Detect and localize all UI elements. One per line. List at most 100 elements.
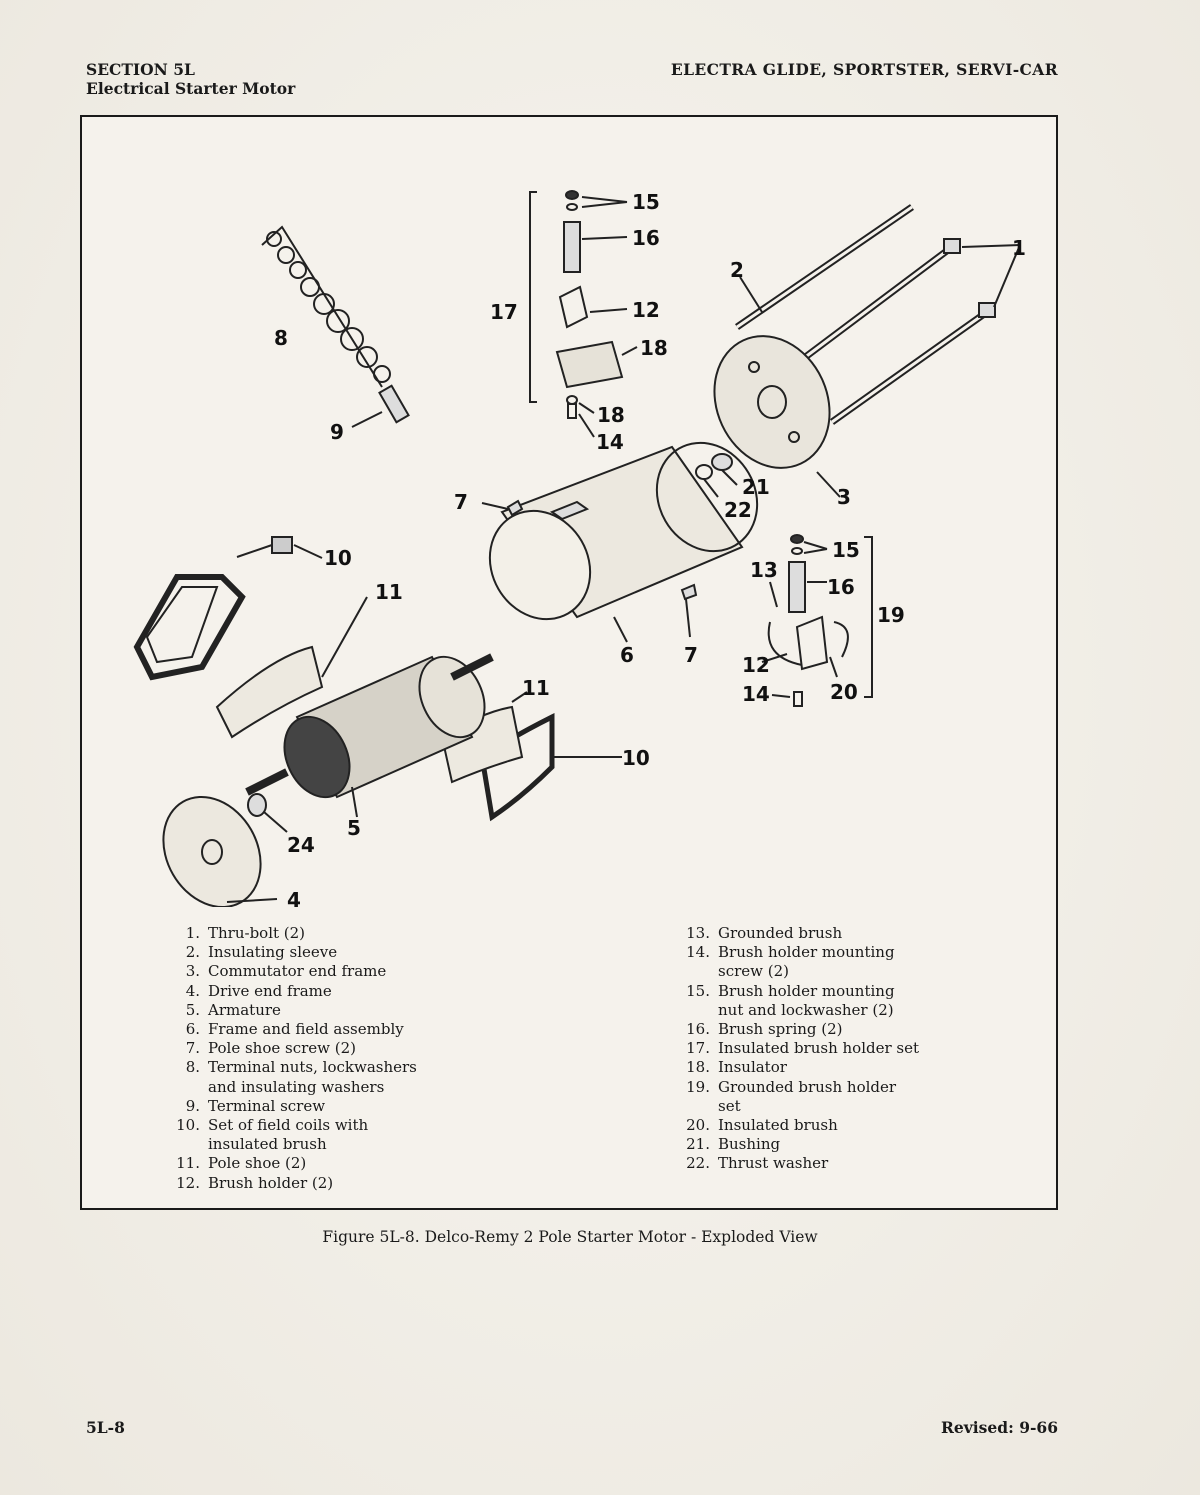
legend-number: 4. [185,981,200,1000]
legend-label: Thrust washer [718,1154,829,1173]
callout-3: 3 [837,485,851,509]
callout-12a: 12 [632,298,660,322]
legend-item: 14. Brush holder mounting screw (2) [672,943,919,981]
legend-label: Bushing [718,1135,781,1154]
callout-12b: 12 [742,653,770,677]
callout-8: 8 [274,326,288,350]
section-label: SECTION 5L [86,60,195,79]
legend-label: Grounded brush [718,924,843,942]
legend-label: Frame and field assembly [208,1020,404,1039]
legend-item: 2. Insulating sleeve [162,943,417,962]
callout-16a: 16 [632,226,660,250]
armature-drawing [245,653,494,818]
page-number: 5L-8 [86,1418,125,1437]
legend-item: 11.Pole shoe (2) [162,1154,417,1173]
page-header-left: SECTION 5L Electrical Starter Motor [86,60,295,98]
legend-label: Brush holder mounting screw (2) [718,943,895,981]
legend-number: 12. [176,1173,200,1192]
legend-label: Brush holder mounting nut and lockwasher… [718,981,895,1019]
legend-label: Terminal screw [208,1096,326,1115]
callout-16b: 16 [827,575,855,599]
callout-20: 20 [830,680,858,704]
legend-item: 20. Insulated brush [672,1116,919,1135]
callout-9: 9 [330,420,344,444]
callout-11b: 11 [522,676,550,700]
figure-caption: Figure 5L-8. Delco-Remy 2 Pole Starter M… [322,1228,818,1246]
legend-item: 12. Brush holder (2) [162,1174,417,1193]
legend-item: 9. Terminal screw [162,1097,417,1116]
legend-number: 2. [185,943,200,962]
legend-number: 8. [185,1058,200,1077]
legend-number: 10. [176,1116,200,1135]
legend-number: 14. [686,943,710,962]
figure-box: 1 2 3 4 5 6 7 7 8 9 10 10 11 11 12 12 13… [80,115,1058,1210]
callout-19: 19 [877,603,905,627]
callout-21: 21 [742,475,770,499]
legend-label: Insulator [718,1058,787,1077]
legend-number: 22. [686,1154,710,1173]
callout-7a: 7 [454,490,468,514]
callout-24: 24 [287,833,315,857]
legend-number: 9. [185,1096,200,1115]
legend-label: Insulated brush [718,1116,838,1135]
legend-left-column: 1.Thru-bolt (2) 2. Insulating sleeve 3. Co… [162,924,417,1193]
insulated-brush-holder-set-drawing [529,190,638,438]
legend-number: 1. [185,924,200,942]
legend-right-column: 13.Grounded brush 14. Brush holder mounti… [672,924,919,1174]
terminal-nut-stack-drawing [261,225,391,388]
callout-10b: 10 [622,746,650,770]
section-subtitle: Electrical Starter Motor [86,79,296,98]
callout-11a: 11 [375,580,403,604]
legend-item: 15. Brush holder mounting nut and lockwas… [672,982,919,1020]
insulating-sleeve-drawing [735,204,914,330]
legend-label: Pole shoe screw (2) [208,1039,356,1058]
legend-label: Brush spring (2) [718,1020,843,1039]
commutator-end-frame-drawing [713,335,841,498]
callout-15b: 15 [832,538,860,562]
legend-item: 16.Brush spring (2) [672,1020,919,1039]
legend-item: 17.Insulated brush holder set [672,1039,919,1058]
legend-number: 20. [686,1116,710,1135]
frame-and-field-assembly-drawing [488,441,759,643]
legend-number: 5. [185,1000,200,1019]
callout-4: 4 [287,888,301,907]
callout-14a: 14 [596,430,624,454]
legend-item: 1.Thru-bolt (2) [162,924,417,943]
legend-label: Commutator end frame [208,962,387,981]
legend-item: 19.Grounded brush holder set [672,1078,919,1116]
legend-item: 21. Bushing [672,1135,919,1154]
legend-label: Brush holder (2) [208,1173,334,1192]
legend-item: 6.Frame and field assembly [162,1020,417,1039]
legend-item: 10.Set of field coils with insulated bru… [162,1116,417,1154]
legend-label: Armature [208,1000,281,1019]
legend-number: 3. [185,962,200,981]
legend-item: 13.Grounded brush [672,924,919,943]
callout-10a: 10 [324,546,352,570]
legend-item: 8. Terminal nuts, lockwashers and insulat… [162,1058,417,1096]
legend-item: 4. Drive end frame [162,982,417,1001]
callout-18a: 18 [640,336,668,360]
legend-label: Drive end frame [208,981,332,1000]
legend-label: Grounded brush holder set [718,1077,897,1115]
legend-number: 17. [686,1039,710,1058]
callout-2: 2 [730,258,744,282]
legend-item: 18. Insulator [672,1058,919,1077]
callout-14b: 14 [742,682,770,706]
legend-item: 22. Thrust washer [672,1154,919,1173]
thru-bolt-drawing [789,238,1021,425]
legend-number: 21. [686,1135,710,1154]
grounded-brush-holder-set-drawing [761,534,873,707]
callout-15a: 15 [632,190,660,214]
legend-label: Terminal nuts, lockwashers and insulatin… [208,1058,417,1096]
callout-13: 13 [750,558,778,582]
legend-label: Insulating sleeve [208,943,338,962]
legend-item: 5. Armature [162,1001,417,1020]
diagram-callouts: 1 2 3 4 5 6 7 7 8 9 10 10 11 11 12 12 13… [274,190,1026,907]
legend-number: 18. [686,1058,710,1077]
callout-1: 1 [1012,236,1026,260]
page-header-models: ELECTRA GLIDE, SPORTSTER, SERVI-CAR [670,60,1058,79]
revision-date: Revised: 9-66 [941,1418,1058,1437]
legend-number: 15. [686,981,710,1000]
callout-7b: 7 [684,643,698,667]
callout-17: 17 [490,300,518,324]
